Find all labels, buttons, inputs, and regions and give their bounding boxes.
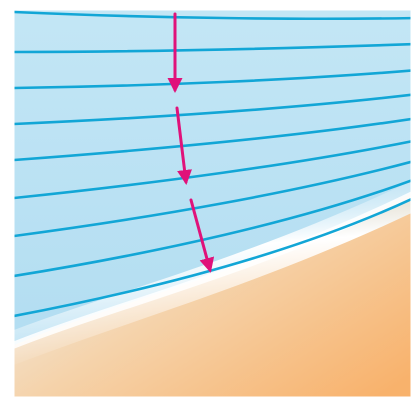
wave-rays: [167, 12, 215, 273]
wave-ray-arrow: [175, 106, 192, 185]
wave-crest-line: [14, 140, 411, 200]
wave-crest-line: [14, 42, 411, 54]
wave-crests: [14, 10, 411, 318]
figure-frame: [13, 9, 412, 398]
wave-crest-line: [14, 160, 411, 238]
wave-crest-line: [14, 93, 411, 126]
wave-ray-arrow: [189, 198, 215, 273]
wave-crest-line: [14, 197, 411, 318]
wave-crest-line: [14, 117, 411, 162]
shoreline-edge: [14, 191, 411, 349]
wave-crest-line: [14, 10, 411, 21]
diagram-canvas: [14, 10, 411, 397]
wave-crest-line: [14, 69, 411, 90]
wave-crest-line: [14, 179, 411, 278]
